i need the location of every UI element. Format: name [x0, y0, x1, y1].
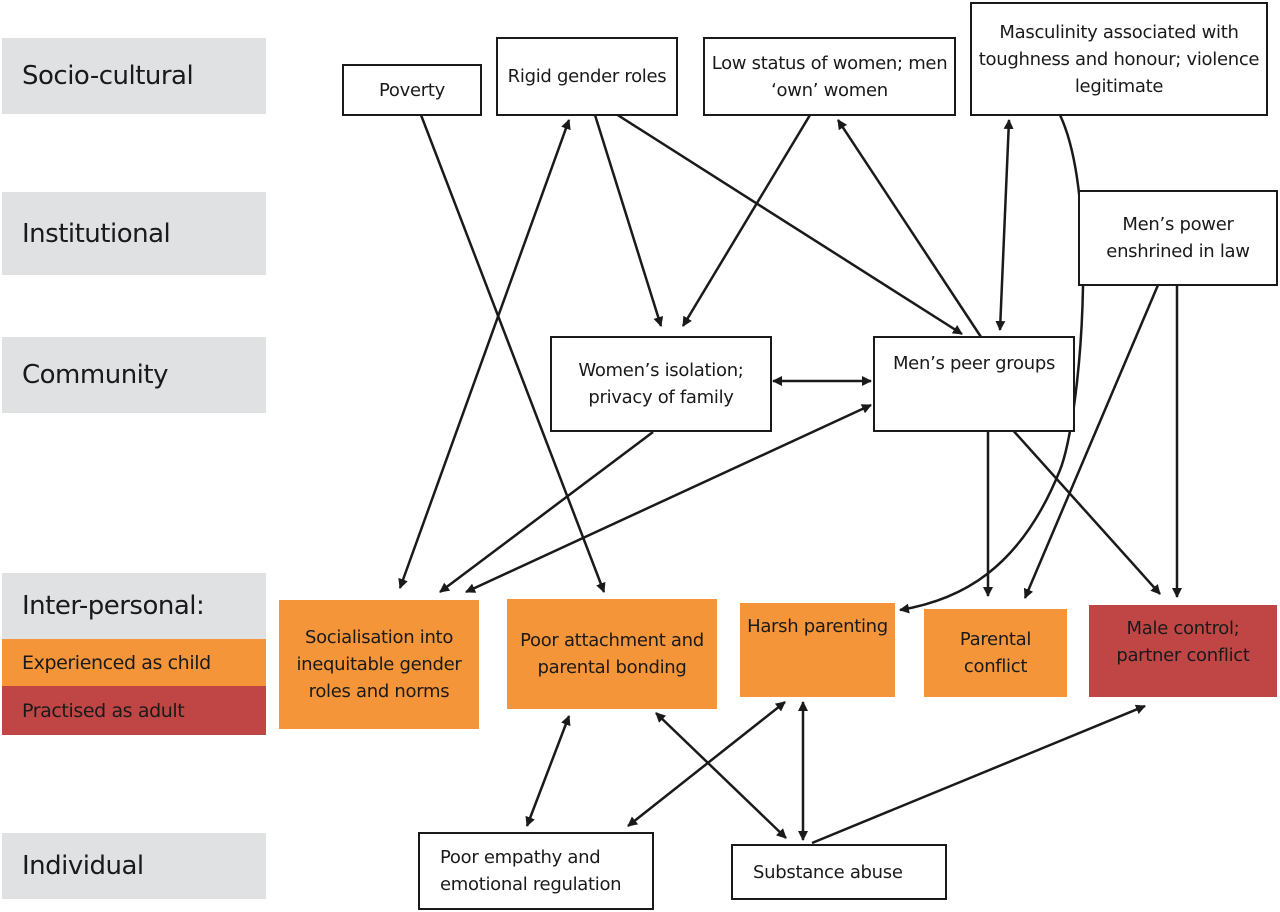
edge-mens-peer-groups-low-status: [836, 119, 983, 338]
edge-socialisation-rigid-gender-roles: [398, 119, 571, 589]
node-poor-empathy[interactable]: Poor empathy and emotional regulation: [418, 832, 654, 910]
edge-substance-abuse-poor-attachment: [655, 712, 787, 839]
level-label: Community: [22, 360, 168, 390]
node-label: Women’s isolation; privacy of family: [578, 360, 744, 408]
node-label: Masculinity associated with toughness an…: [978, 21, 1260, 97]
legend-practised-as-adult: Practised as adult: [2, 686, 266, 735]
node-label: Poor empathy and emotional regulation: [440, 847, 622, 895]
node-substance-abuse[interactable]: Substance abuse: [731, 844, 947, 900]
level-socio-cultural: Socio-cultural: [2, 38, 266, 114]
node-socialisation[interactable]: Socialisation into inequitable gender ro…: [279, 600, 479, 729]
edge-low-status-womens-isolation: [681, 114, 812, 327]
node-label: Low status of women; men ‘own’ women: [711, 52, 948, 101]
node-parental-conflict[interactable]: Parental conflict: [924, 609, 1067, 697]
node-label: Parental conflict: [959, 629, 1032, 677]
node-mens-power-enshrined-in-law[interactable]: Men’s power enshrined in law: [1078, 190, 1278, 286]
node-label: Male control; partner conflict: [1116, 618, 1250, 666]
node-poverty[interactable]: Poverty: [342, 64, 482, 116]
node-low-status-of-women[interactable]: Low status of women; men ‘own’ women: [703, 37, 956, 116]
edge-poor-empathy-poor-attachment: [525, 715, 571, 827]
node-womens-isolation[interactable]: Women’s isolation; privacy of family: [550, 336, 772, 432]
edge-womens-isolation-socialisation: [439, 431, 654, 593]
level-inter-personal: Inter-personal:: [2, 573, 266, 639]
node-mens-peer-groups[interactable]: Men’s peer groups: [873, 336, 1075, 432]
edge-poor-empathy-harsh-parenting: [627, 701, 786, 827]
edge-rigid-gender-roles-mens-peer-groups: [615, 112, 963, 336]
edge-mens-power-parental-conflict: [1023, 284, 1160, 599]
node-label: Poor attachment and parental bonding: [520, 630, 704, 678]
node-label: Men’s peer groups: [892, 353, 1056, 374]
node-poor-attachment[interactable]: Poor attachment and parental bonding: [507, 599, 717, 709]
node-label: Men’s power enshrined in law: [1106, 214, 1250, 262]
level-label: Socio-cultural: [22, 61, 194, 91]
node-label: Socialisation into inequitable gender ro…: [296, 627, 462, 702]
node-label: Poverty: [379, 79, 445, 101]
node-rigid-gender-roles[interactable]: Rigid gender roles: [496, 37, 678, 116]
node-harsh-parenting[interactable]: Harsh parenting: [740, 603, 895, 697]
legend-label: Practised as adult: [22, 699, 185, 722]
node-label: Rigid gender roles: [507, 66, 667, 87]
legend-experienced-as-child: Experienced as child: [2, 639, 266, 686]
node-label: Harsh parenting: [747, 616, 888, 637]
edge-rigid-gender-roles-womens-isolation: [593, 114, 664, 327]
node-label: Substance abuse: [753, 861, 903, 883]
legend-label: Experienced as child: [22, 651, 211, 674]
level-individual: Individual: [2, 833, 266, 899]
edge-socialisation-mens-peer-groups: [465, 403, 872, 594]
node-masculinity[interactable]: Masculinity associated with toughness an…: [970, 2, 1268, 116]
level-institutional: Institutional: [2, 192, 266, 275]
level-label: Institutional: [22, 218, 171, 249]
level-community: Community: [2, 337, 266, 413]
edge-masculinity-mens-peer-groups: [995, 119, 1014, 331]
node-male-control[interactable]: Male control; partner conflict: [1089, 605, 1277, 697]
level-label: Inter-personal:: [22, 591, 205, 621]
edge-substance-abuse-male-control: [811, 704, 1146, 845]
edge-mens-peer-groups-male-control: [1001, 417, 1161, 595]
level-label: Individual: [22, 851, 144, 881]
